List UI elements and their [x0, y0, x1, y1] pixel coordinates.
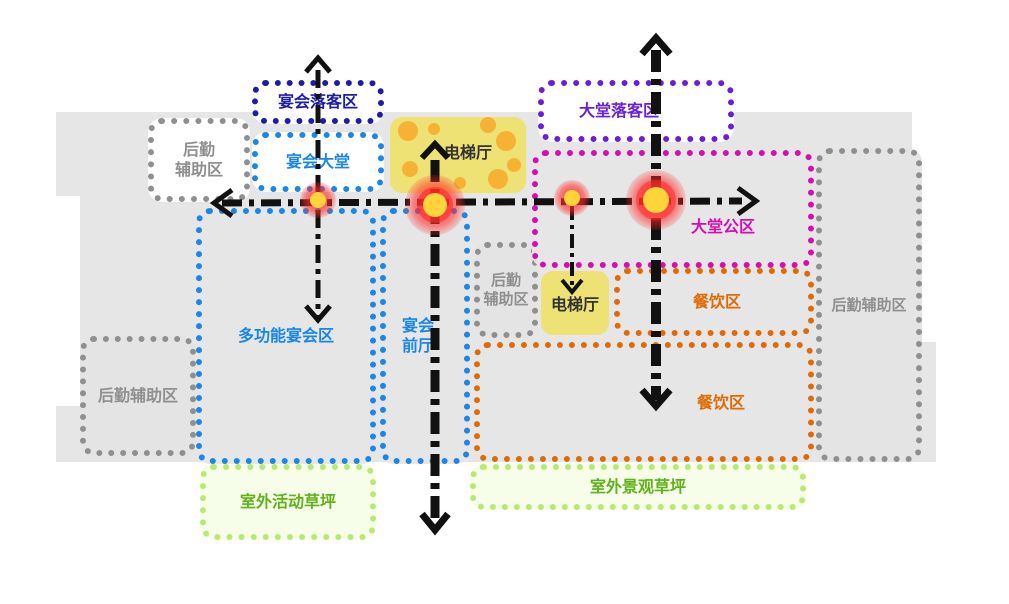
- node-front-hall: [405, 175, 465, 235]
- logistics-top-left-label: 后勤 辅助区: [174, 140, 223, 179]
- outdoor-landscape-lawn-zone: 室外景观草坪: [470, 464, 806, 510]
- arrowhead-down-front-hall: [419, 511, 451, 536]
- multi-function-banquet-zone: 多功能宴会区: [196, 208, 376, 464]
- building-footprint-cut: [56, 196, 80, 406]
- arrowhead-up-lobby: [639, 32, 673, 57]
- logistics-right-label: 后勤辅助区: [831, 295, 907, 314]
- elevator-vertical-flow: [560, 206, 584, 296]
- logistics-top-left-zone: 后勤 辅助区: [148, 118, 250, 202]
- logistics-left-label: 后勤辅助区: [97, 386, 178, 405]
- elevator-hall-middle-label: 电梯厅: [550, 295, 599, 314]
- node-banquet-lobby: [300, 182, 336, 218]
- arrowhead-up-banquet: [304, 54, 332, 74]
- elevator-hall-middle: 电梯厅: [541, 271, 609, 335]
- lobby-public-label: 大堂公区: [690, 217, 755, 236]
- dining-lower-label: 餐饮区: [696, 393, 745, 412]
- logistics-left-zone: 后勤辅助区: [80, 336, 196, 456]
- arrowhead-down-elevator: [560, 278, 584, 296]
- elevator-hall-top-label: 电梯厅: [443, 143, 492, 162]
- arrowhead-right: [736, 185, 761, 217]
- node-lobby: [626, 170, 686, 230]
- logistics-middle-label: 后勤 辅助区: [483, 271, 529, 308]
- dining-upper-label: 餐饮区: [692, 292, 741, 311]
- elevator-hall-bubbles: [398, 117, 521, 189]
- lobby-drop-off-zone: 大堂落客区: [538, 80, 734, 142]
- arrowhead-left: [209, 187, 234, 219]
- arrowhead-down-lobby: [639, 387, 673, 412]
- node-elevator: [554, 180, 590, 216]
- banquet-drop-off-label: 宴会落客区: [277, 92, 358, 111]
- lobby-drop-off-label: 大堂落客区: [578, 101, 659, 120]
- outdoor-activity-lawn-label: 室外活动草坪: [239, 492, 336, 511]
- banquet-front-hall-label: 宴会 前厅: [401, 316, 434, 355]
- arrowhead-up-front-hall: [419, 139, 451, 161]
- logistics-middle-zone: 后勤 辅助区: [474, 242, 538, 338]
- outdoor-landscape-lawn-label: 室外景观草坪: [589, 477, 686, 496]
- arrowhead-down-banquet: [304, 304, 332, 324]
- banquet-hall-lobby-label: 宴会大堂: [285, 152, 350, 171]
- dining-lower-zone: 餐饮区: [474, 342, 814, 462]
- outdoor-activity-lawn-zone: 室外活动草坪: [200, 464, 376, 540]
- multi-function-banquet-label: 多功能宴会区: [237, 326, 334, 345]
- banquet-front-hall-zone: 宴会 前厅: [380, 208, 470, 464]
- elevator-hall-top: 电梯厅: [390, 117, 526, 193]
- dining-upper-zone: 餐饮区: [614, 268, 814, 336]
- logistics-right-zone: 后勤辅助区: [816, 148, 922, 462]
